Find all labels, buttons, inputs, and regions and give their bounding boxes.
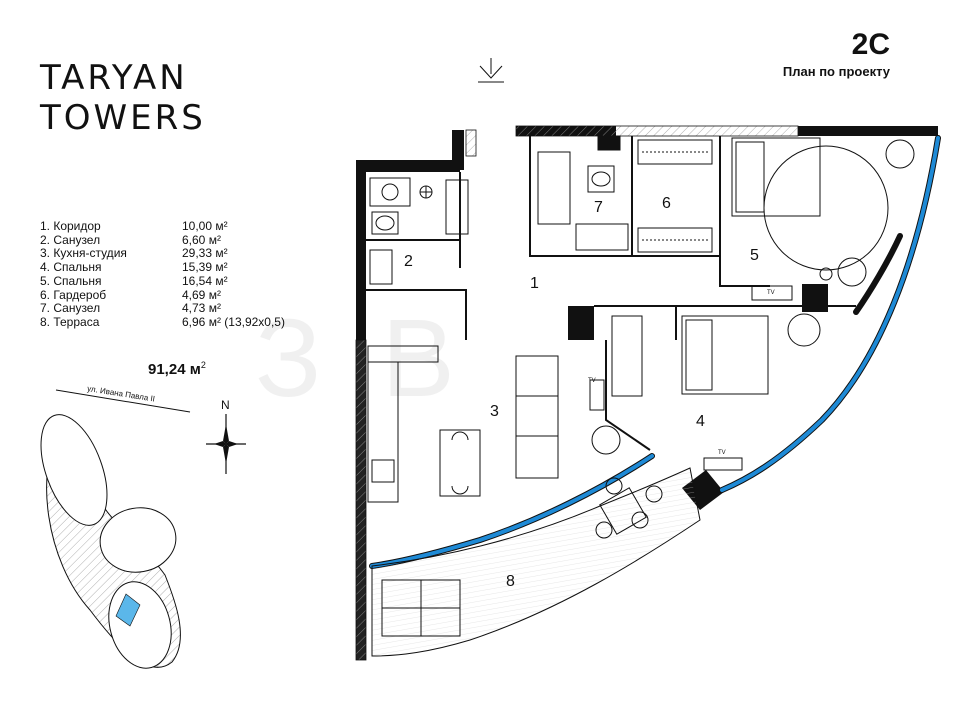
shower-icon — [537, 151, 571, 225]
wall-left-upper — [356, 160, 366, 340]
room-number-3: 3 — [490, 403, 499, 420]
kitchen-furniture — [367, 345, 605, 503]
wardrobe-6-fixtures — [637, 139, 713, 253]
kitchen-counter — [367, 345, 439, 363]
tv-3-icon — [589, 379, 605, 411]
room-name: 1. Коридор — [40, 219, 101, 233]
interior-walls — [366, 136, 856, 451]
room-name: 5. Спальня — [40, 273, 102, 288]
dining-table — [439, 429, 481, 497]
windows-fill — [370, 136, 940, 568]
total-area-unit: м — [189, 361, 201, 378]
room-row: 6. Гардероб 4,69 м² — [40, 287, 285, 303]
room-area: 4,69 м² — [182, 287, 221, 302]
bed-4-icon — [681, 315, 769, 395]
brand-logo: TARYAN TOWERS — [40, 58, 206, 138]
tv-labels: TV TV TV — [588, 290, 775, 456]
tv-4-icon — [703, 457, 743, 471]
room-area: 16,54 м² — [182, 273, 228, 288]
unit-code: 2C — [851, 28, 890, 61]
wall-top-left — [356, 160, 460, 172]
wardrobe-4 — [611, 315, 643, 397]
room-row: 3. Кухня-студия 29,33 м² — [40, 247, 285, 261]
toilet-7-icon — [587, 165, 615, 193]
tv-5-icon — [751, 285, 793, 301]
tv-label-5: TV — [767, 290, 775, 296]
compass-icon — [206, 414, 246, 474]
brand-line-2: TOWERS — [40, 98, 206, 138]
room-number-2: 2 — [404, 253, 413, 270]
room-name: 6. Гардероб — [40, 287, 107, 302]
terrace — [371, 467, 701, 657]
room-number-4: 4 — [696, 413, 705, 430]
room-row: 2. Санузел 6,60 м² — [40, 232, 285, 248]
room-name: 8. Терраса — [40, 314, 100, 329]
room-area: 6,96 м² (13,92х0,5) — [182, 314, 285, 329]
total-area: 91,24 м2 — [148, 360, 206, 378]
lamp-icon — [885, 139, 915, 169]
room-number-5: 5 — [750, 247, 759, 264]
bathtub-icon — [369, 249, 393, 285]
tower-1 — [40, 414, 108, 526]
room-number-8: 8 — [506, 573, 515, 590]
hatched-walls — [355, 125, 799, 661]
bathroom-7-fixtures — [537, 135, 629, 251]
column-2 — [802, 284, 828, 312]
room-row: 8. Терраса 6,96 м² (13,92х0,5) — [40, 314, 285, 330]
toilet-icon — [371, 211, 399, 235]
site-plan — [40, 414, 181, 669]
north-label: N — [221, 398, 230, 412]
wall-shaft-top — [452, 130, 464, 170]
plan-note: План по проекту — [782, 64, 890, 79]
room-name: 2. Санузел — [40, 232, 101, 247]
room-area: 29,33 м² — [182, 246, 228, 261]
tower-2 — [99, 507, 177, 573]
room-row: 4. Спальня 15,39 м² — [40, 260, 285, 275]
room-area: 10,00 м² — [182, 219, 228, 233]
sink-icon — [369, 177, 411, 207]
site-highlight — [115, 593, 141, 627]
sofa-icon — [515, 355, 559, 479]
chair-icon — [837, 257, 867, 287]
hob-icon — [371, 459, 395, 483]
wall-top-right — [798, 126, 938, 136]
total-area-sup: 2 — [200, 360, 206, 370]
street-line — [55, 389, 191, 413]
bedroom-4-furniture — [591, 313, 821, 471]
room-row: 7. Санузел 4,73 м² — [40, 302, 285, 316]
room-row: 1. Коридор 10,00 м² — [40, 219, 285, 234]
room-name: 3. Кухня-студия — [40, 246, 127, 261]
bedroom-5-furniture — [731, 137, 915, 301]
room-area: 4,73 м² — [182, 301, 221, 316]
bathtub-7-icon — [575, 223, 629, 251]
sink-7-icon — [597, 135, 621, 151]
total-area-value: 91,24 — [148, 361, 186, 378]
bed-icon — [731, 137, 821, 217]
wardrobe-small — [445, 179, 469, 235]
room-number-7: 7 — [594, 199, 603, 216]
room-area: 6,60 м² — [182, 232, 221, 247]
fan-icon — [419, 185, 433, 199]
round-table-icon — [763, 145, 889, 271]
room-list: 1. Коридор 10,00 м² 2. Санузел 6,60 м² 3. … — [40, 219, 285, 330]
bathroom-2-fixtures — [369, 177, 469, 285]
chair-4-icon — [787, 313, 821, 347]
window-main-curve — [719, 135, 941, 493]
room-number-labels: 1 2 3 4 5 6 7 8 — [404, 195, 759, 590]
terrace-table — [595, 477, 663, 539]
tv-label-3: TV — [588, 378, 596, 384]
brand-line-1: TARYAN — [40, 58, 188, 98]
room-number-1: 1 — [530, 275, 539, 292]
room-name: 7. Санузел — [40, 301, 101, 316]
column-1 — [568, 306, 594, 340]
tv-label-4: TV — [718, 450, 726, 456]
entrance-arrow-icon — [478, 58, 504, 83]
room-name: 4. Спальня — [40, 260, 102, 275]
room-number-6: 6 — [662, 195, 671, 212]
room-area: 15,39 м² — [182, 260, 228, 275]
room-row: 5. Спальня 16,54 м² — [40, 273, 285, 289]
